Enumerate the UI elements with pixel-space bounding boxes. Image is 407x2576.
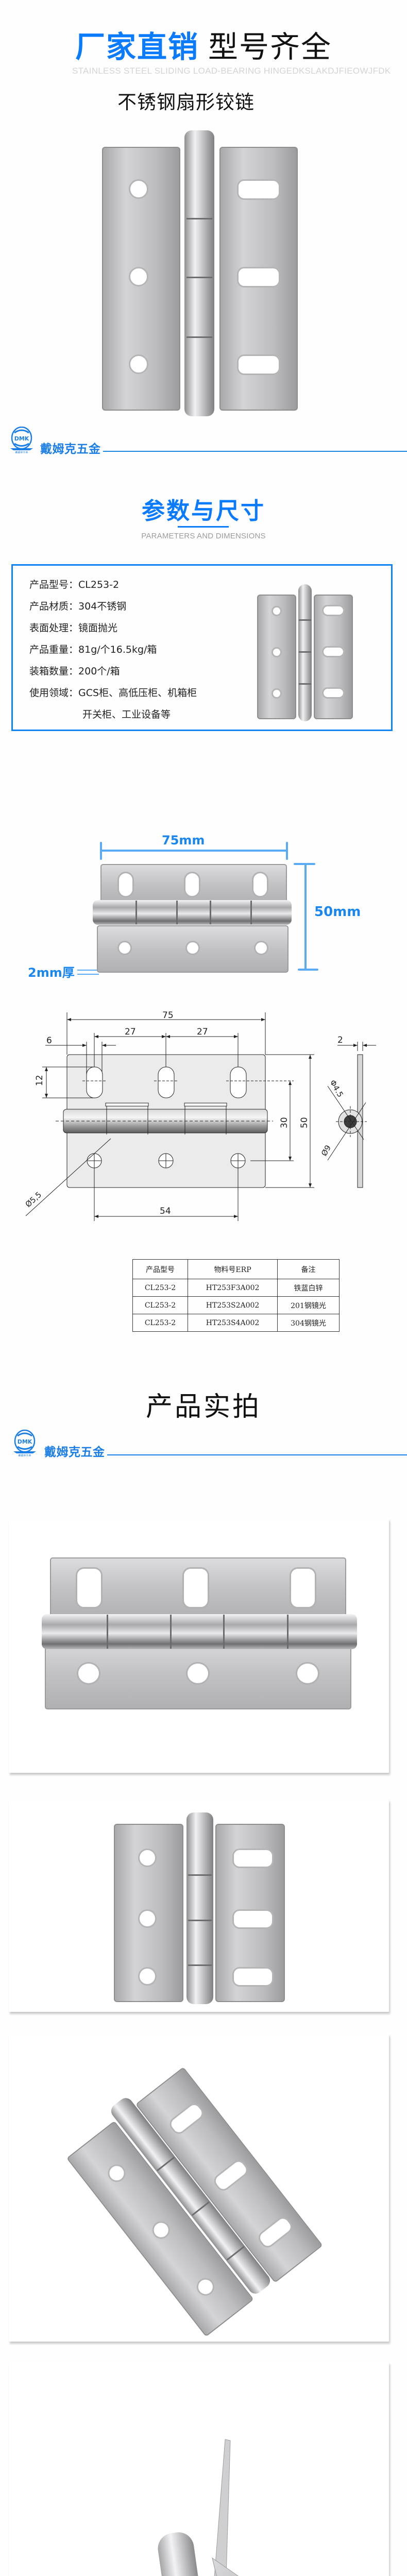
- param-key: 产品重量：: [29, 644, 79, 655]
- param-key: 表面处理：: [29, 622, 79, 634]
- param-value: CL253-2: [78, 579, 120, 590]
- dimension-photo: 75mm 50mm 2mm厚: [0, 824, 407, 980]
- params-section-subtitle: PARAMETERS AND DIMENSIONS: [141, 532, 266, 540]
- table-header-row: 产品型号 物料号ERP 备注: [132, 1259, 340, 1279]
- dmk-logo-icon: DMK 戴姆克五金: [10, 427, 33, 453]
- table-cell: HT253S4A002: [188, 1314, 278, 1332]
- width-dim-line: [100, 850, 288, 852]
- brand-header: DMK 戴姆克五金 戴姆克五金: [0, 427, 407, 456]
- product-photo-2: [9, 1800, 389, 2012]
- height-dimension-label: 50mm: [314, 904, 361, 920]
- drawing-dim-27-left: 27: [125, 1027, 136, 1037]
- product-photo-1: [9, 1519, 389, 1773]
- hero-subtitle-english: STAINLESS STEEL SLIDING LOAD-BEARING HIN…: [72, 66, 391, 76]
- drawing-dim-54: 54: [160, 1206, 171, 1216]
- params-title-underline: [178, 526, 229, 528]
- hinge-angled-image: [59, 2053, 330, 2339]
- param-row-usage-continued: 开关柜、工业设备等: [82, 709, 171, 720]
- height-dim-tick-bottom: [298, 969, 318, 971]
- technical-drawing: 75 27 27 6 12 30 50 2 Φ4.5 Ø9 Ø5,5 54: [24, 1010, 376, 1221]
- product-name: 不锈钢扇形铰链: [117, 91, 255, 113]
- drawing-dim-27-right: 27: [197, 1027, 208, 1037]
- height-dim-line: [304, 864, 307, 970]
- drawing-dim-hole-diameter: Ø5,5: [24, 1190, 44, 1209]
- width-dimension-label: 75mm: [162, 833, 205, 848]
- drawing-dim-6: 6: [46, 1036, 52, 1046]
- table-cell: CL253-2: [132, 1314, 189, 1332]
- hero-title-factory-direct: 厂家直销: [75, 29, 199, 64]
- brand-divider-line: [107, 1454, 407, 1455]
- drawing-dim-30: 30: [279, 1117, 290, 1128]
- param-key: 装箱数量：: [29, 666, 79, 677]
- hero-title: 厂家直销型号齐全: [0, 30, 407, 64]
- param-row-model: 产品型号：CL253-2: [29, 577, 197, 598]
- table-row: CL253-2 HT253S4A002 304钢镜光: [132, 1314, 340, 1332]
- param-row-packing: 装箱数量：200个/箱: [29, 663, 197, 685]
- table-row: CL253-2 HT253S2A002 201钢镜光: [132, 1296, 340, 1314]
- table-cell: HT253S2A002: [188, 1296, 278, 1314]
- hero-hinge-image: [102, 130, 308, 416]
- param-row-usage: 使用领域：GCS柜、高低压柜、机箱柜: [29, 685, 197, 706]
- param-key: 产品型号：: [29, 579, 79, 590]
- table-header: 物料号ERP: [188, 1259, 278, 1279]
- drawing-dim-pin-diameter: Φ4.5: [328, 1078, 345, 1099]
- product-photo-3: [9, 2034, 389, 2342]
- product-photo-4: [9, 2362, 389, 2576]
- table-row: CL253-2 HT253F3A002 铁蓝白锌: [132, 1279, 340, 1297]
- param-row-finish: 表面处理：镜面抛光: [29, 620, 197, 641]
- svg-text:DMK: DMK: [14, 435, 29, 442]
- thickness-mark-2: [77, 974, 99, 975]
- table-header: 备注: [277, 1259, 340, 1279]
- brand-divider-line: [103, 451, 407, 452]
- hinge-vertical-image: [114, 1812, 294, 2012]
- svg-text:戴姆克五金: 戴姆克五金: [18, 1454, 31, 1456]
- drawing-dim-2: 2: [337, 1035, 343, 1045]
- spec-table: 产品型号 物料号ERP 备注 CL253-2 HT253F3A002 铁蓝白锌 …: [132, 1259, 340, 1332]
- hinge-side-perspective-image: [158, 2439, 239, 2576]
- photos-section-title: 产品实拍: [145, 1392, 261, 1422]
- param-key: 产品材质：: [29, 601, 79, 612]
- param-value: 200个/箱: [78, 666, 120, 677]
- svg-text:DMK: DMK: [18, 1438, 32, 1445]
- dmk-logo-icon: DMK 戴姆克五金: [13, 1430, 36, 1456]
- param-row-material: 产品材质：304不锈钢: [29, 598, 197, 620]
- param-value: 镜面抛光: [78, 622, 118, 634]
- param-key: 使用领域：: [29, 687, 79, 699]
- table-cell: 铁蓝白锌: [277, 1279, 340, 1297]
- thickness-mark-1: [77, 970, 99, 971]
- brand-name: 戴姆克五金: [44, 1446, 105, 1459]
- thickness-label: 2mm厚: [28, 965, 75, 980]
- params-section-title: 参数与尺寸: [141, 497, 265, 524]
- params-box: 产品型号：CL253-2 产品材质：304不锈钢 表面处理：镜面抛光 产品重量：…: [11, 564, 393, 731]
- table-cell: HT253F3A002: [188, 1279, 278, 1297]
- drawing-dim-12: 12: [35, 1075, 45, 1086]
- brand-name: 戴姆克五金: [40, 443, 101, 456]
- param-row-weight: 产品重量：81g/个16.5kg/箱: [29, 641, 197, 663]
- hero-title-full-range: 型号齐全: [208, 29, 332, 64]
- params-list: 产品型号：CL253-2 产品材质：304不锈钢 表面处理：镜面抛光 产品重量：…: [29, 577, 197, 728]
- drawing-dim-75: 75: [162, 1010, 174, 1021]
- param-value: GCS柜、高低压柜、机箱柜: [78, 687, 197, 699]
- svg-text:戴姆克五金: 戴姆克五金: [15, 451, 28, 453]
- table-header: 产品型号: [132, 1259, 189, 1279]
- drawing-dim-50: 50: [299, 1117, 310, 1128]
- param-value: 304不锈钢: [78, 601, 127, 612]
- table-cell: 201钢镜光: [277, 1296, 340, 1314]
- table-cell: CL253-2: [132, 1296, 189, 1314]
- table-cell: 304钢镜光: [277, 1314, 340, 1332]
- table-cell: CL253-2: [132, 1279, 189, 1297]
- params-hinge-image: [257, 584, 360, 721]
- brand-header-2: DMK 戴姆克五金 戴姆克五金: [0, 1430, 407, 1459]
- param-value: 81g/个16.5kg/箱: [78, 644, 157, 655]
